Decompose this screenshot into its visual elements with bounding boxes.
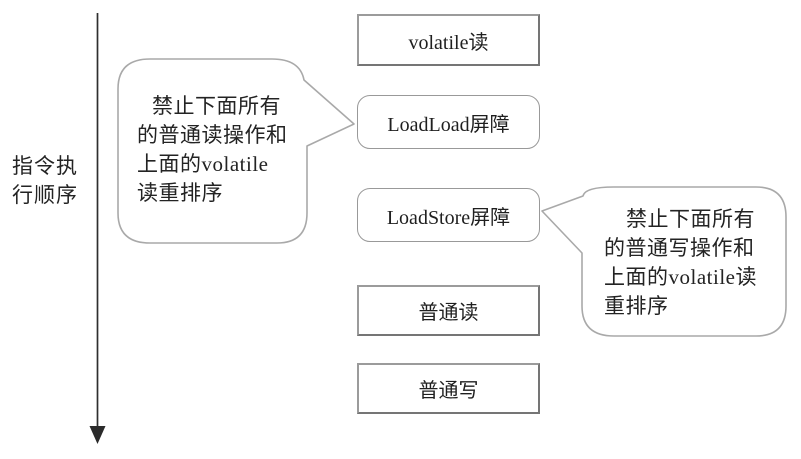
loadstore-callout-line2: 的普通写操作和 bbox=[604, 236, 755, 260]
box-normal-write: 普通写 bbox=[357, 363, 540, 414]
box-volatile-read-label: volatile读 bbox=[408, 31, 489, 54]
left-callout-bubble bbox=[117, 58, 355, 244]
box-normal-read: 普通读 bbox=[357, 285, 540, 336]
box-loadstore-barrier: LoadStore屏障 bbox=[357, 188, 540, 242]
loadload-callout-text: 禁止下面所有 的普通读操作和 上面的volatile 读重排序 bbox=[137, 92, 288, 208]
loadstore-callout-line4: 重排序 bbox=[604, 294, 669, 318]
loadstore-callout-line3: 上面的volatile读 bbox=[604, 265, 757, 289]
box-loadstore-barrier-label: LoadStore屏障 bbox=[386, 206, 511, 229]
execution-order-label-line2: 行顺序 bbox=[12, 183, 78, 207]
loadload-callout-line1: 禁止下面所有 bbox=[152, 94, 281, 118]
execution-order-arrowhead bbox=[89, 426, 106, 444]
execution-order-label-line1: 指令执 bbox=[12, 154, 78, 178]
box-normal-read-label: 普通读 bbox=[418, 302, 479, 324]
loadload-callout-line3: 上面的volatile bbox=[137, 152, 269, 176]
box-loadload-barrier-label: LoadLoad屏障 bbox=[387, 113, 510, 136]
loadstore-callout-text: 禁止下面所有 的普通写操作和 上面的volatile读 重排序 bbox=[604, 205, 757, 321]
execution-order-label: 指令执 行顺序 bbox=[6, 152, 84, 210]
box-normal-write-label: 普通写 bbox=[418, 380, 479, 402]
loadload-callout-line2: 的普通读操作和 bbox=[137, 123, 288, 147]
box-loadload-barrier: LoadLoad屏障 bbox=[357, 95, 540, 149]
right-callout-bubble bbox=[541, 186, 787, 337]
loadstore-callout-line1: 禁止下面所有 bbox=[626, 207, 755, 231]
loadload-callout-line4: 读重排序 bbox=[137, 181, 223, 205]
box-volatile-read: volatile读 bbox=[357, 14, 540, 66]
